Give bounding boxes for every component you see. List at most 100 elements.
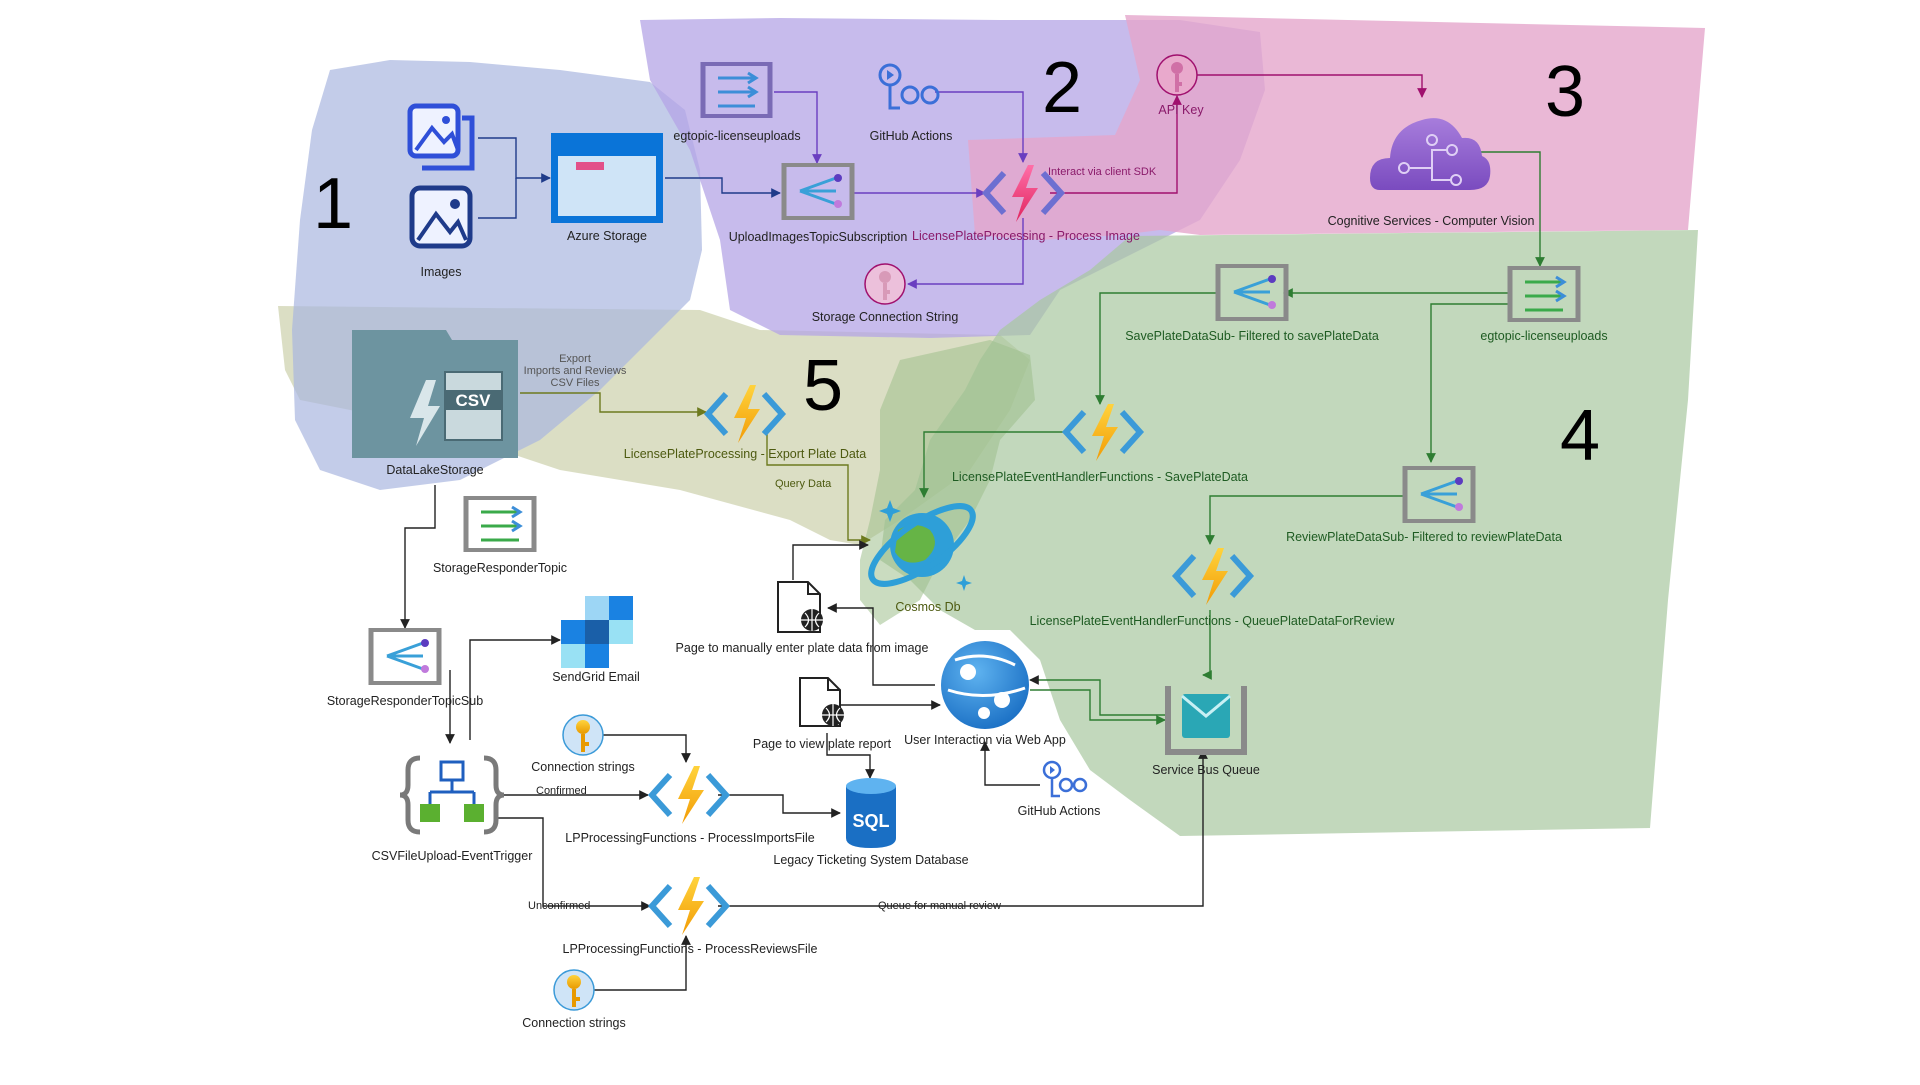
page-manual-label: Page to manually enter plate data from i…: [676, 641, 929, 655]
azure-function-icon: [1171, 548, 1255, 605]
csv-trigger-label: CSVFileUpload-EventTrigger: [372, 849, 533, 863]
svg-text:SQL: SQL: [852, 811, 889, 831]
github-actions-icon: [878, 63, 940, 110]
service-bus-queue-icon: [1165, 686, 1247, 755]
edge-egtopic-to-reviewsub: [1426, 303, 1510, 463]
edge-imports-to-sql: [718, 794, 841, 818]
conn-strings-2-label: Connection strings: [522, 1016, 626, 1030]
event-grid-topic-icon: [1507, 266, 1581, 322]
edge-storage-to-sub: [665, 177, 781, 198]
export-func-label: LicensePlateProcessing - Export Plate Da…: [624, 447, 867, 461]
edge-webapp-to-manual: [827, 603, 935, 686]
cognitive-label: Cognitive Services - Computer Vision: [1328, 214, 1535, 228]
process-reviews-label: LPProcessingFunctions - ProcessReviewsFi…: [563, 942, 818, 956]
page-report-label: Page to view plate report: [753, 737, 892, 751]
edge-topic-to-sub: [774, 91, 822, 164]
key-icon: [1156, 54, 1198, 96]
sql-database-icon: SQL: [846, 778, 896, 848]
web-app-label: User Interaction via Web App: [904, 733, 1066, 747]
edge-label-imports: Imports and Reviews: [524, 365, 627, 377]
edge-webapp-to-bus: [1030, 689, 1166, 725]
edge-savesub-to-handler: [1095, 292, 1220, 405]
edge-datalake-to-export: [520, 392, 707, 417]
handler-save-label: LicensePlateEventHandlerFunctions - Save…: [952, 470, 1248, 484]
logic-app-icon: [399, 755, 505, 835]
github-actions-top-label: GitHub Actions: [870, 129, 953, 143]
edge-label-client-sdk: Interact via client SDK: [1048, 166, 1157, 178]
images-icon: [409, 185, 473, 249]
zone-number-4: 4: [1560, 396, 1600, 476]
process-imports-label: LPProcessingFunctions - ProcessImportsFi…: [565, 831, 814, 845]
cosmos-label: Cosmos Db: [895, 600, 960, 614]
event-grid-topic-icon: [700, 62, 773, 118]
sendgrid-icon: [561, 596, 633, 668]
web-app-icon: [941, 641, 1029, 729]
edge-manual-to-cosmos: [792, 540, 869, 580]
edge-review-to-bus: [718, 749, 1208, 907]
event-grid-subscription-icon: [781, 163, 855, 220]
edge-label-query: Query Data: [775, 478, 832, 490]
edge-function-to-conn: [907, 218, 1024, 289]
svg-text:CSV: CSV: [456, 391, 492, 410]
web-page-icon: [777, 581, 823, 633]
cosmos-db-icon: [868, 500, 976, 591]
azure-function-icon: [1061, 404, 1145, 461]
edge-trigger-to-sendgrid: [469, 635, 561, 740]
storage-responder-sub-label: StorageResponderTopicSub: [327, 694, 483, 708]
edge-label-confirmed: Confirmed: [536, 785, 587, 797]
edge-label-export: Export: [559, 353, 591, 365]
edge-label-queue-review: Queue for manual review: [878, 900, 1001, 912]
save-plate-sub-label: SavePlateDataSub- Filtered to savePlateD…: [1125, 329, 1379, 343]
edge-datalake-to-responder: [400, 485, 436, 629]
edge-function-to-apikey: [1050, 95, 1182, 194]
handler-queue-label: LicensePlateEventHandlerFunctions - Queu…: [1030, 614, 1396, 628]
edge-label-unconfirmed: Unconfirmed: [528, 900, 590, 912]
edge-github-to-webapp: [980, 741, 1040, 786]
edge-report-to-sql: [826, 733, 875, 779]
edge-conn2-to-reviews: [593, 935, 691, 991]
zone-number-5: 5: [803, 346, 843, 426]
edge-handler-to-cosmos: [919, 431, 1063, 498]
edge-images2-to-storage: [478, 178, 517, 219]
azure-function-icon: [647, 766, 731, 824]
edge-label-csv: CSV Files: [551, 377, 600, 389]
process-image-label: LicensePlateProcessing - Process Image: [912, 229, 1140, 243]
zone-3-region: [968, 15, 1705, 240]
zone-4-region: [880, 230, 1698, 836]
review-plate-sub-label: ReviewPlateDataSub- Filtered to reviewPl…: [1286, 530, 1562, 544]
egtopic-top-label: egtopic-licenseuploads: [673, 129, 800, 143]
event-grid-subscription-icon: [1402, 466, 1476, 523]
edge-cognitive-to-egtopic: [1475, 151, 1545, 267]
zone-number-2: 2: [1042, 48, 1082, 128]
edge-conn1-to-imports: [602, 734, 691, 763]
key-icon: [864, 263, 906, 305]
azure-storage-icon: [551, 133, 663, 223]
service-bus-label: Service Bus Queue: [1152, 763, 1260, 777]
event-grid-subscription-icon: [368, 628, 442, 685]
edge-export-to-cosmos: [766, 432, 871, 545]
datalake-label: DataLakeStorage: [386, 463, 483, 477]
azure-function-icon: [703, 385, 787, 443]
github-actions-icon: [1042, 760, 1088, 798]
key-icon: [562, 714, 604, 756]
storage-conn-label: Storage Connection String: [812, 310, 959, 324]
event-grid-topic-icon: [463, 496, 537, 552]
edge-apikey-to-cognitive: [1197, 74, 1427, 98]
edge-reviewsub-to-handler: [1205, 495, 1405, 545]
edge-bus-to-webapp: [1029, 675, 1168, 716]
zone-number-1: 1: [313, 164, 353, 244]
upload-images-sub-label: UploadImagesTopicSubscription: [729, 230, 908, 244]
edge-images-to-storage: [478, 137, 551, 183]
sendgrid-label: SendGrid Email: [552, 670, 640, 684]
edge-handler-to-servicebus: [1202, 610, 1212, 680]
azure-function-icon: [981, 165, 1066, 222]
storage-responder-topic-label: StorageResponderTopic: [433, 561, 567, 575]
sql-label: Legacy Ticketing System Database: [773, 853, 968, 867]
zone-number-3: 3: [1545, 52, 1585, 132]
images-icon: [407, 103, 475, 171]
images-label: Images: [421, 265, 462, 279]
edge-unconfirmed: [498, 817, 651, 911]
datalake-csv-icon: CSV: [352, 330, 518, 458]
event-grid-subscription-icon: [1215, 264, 1289, 321]
